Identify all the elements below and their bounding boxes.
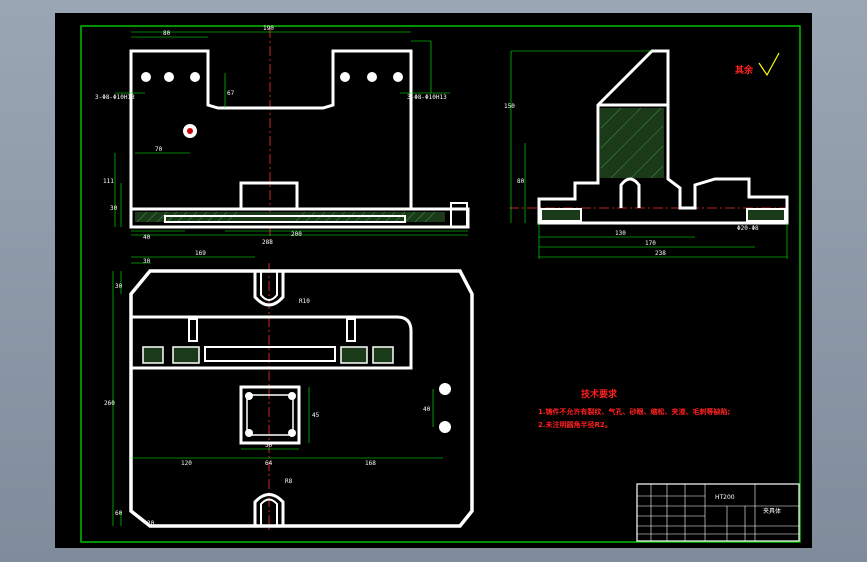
top-hatch-2	[172, 346, 200, 364]
side-right-lug	[746, 208, 786, 222]
top-rib-slot	[204, 346, 336, 362]
front-hole-callout-left: 3-Φ8-Φ10H13	[95, 94, 135, 101]
top-hatch-3	[340, 346, 368, 364]
side-dim-height: 150	[504, 103, 515, 110]
front-dim-left-height: 111	[103, 178, 114, 185]
side-rib	[597, 50, 653, 106]
front-base-slot	[164, 215, 406, 223]
top-rib-band	[131, 315, 413, 370]
drawing-sheet: 80 190 111 70 30 40 288 200 67 3-Φ8-Φ10H…	[55, 13, 812, 548]
side-hatch	[600, 108, 664, 178]
title-block-grid	[637, 484, 799, 541]
front-dim-lines	[114, 31, 468, 236]
tech-req-item-2: 2.未注明圆角半径R2。	[538, 420, 612, 429]
front-dim-slot-depth: 67	[227, 90, 235, 97]
front-dim-bottom-total: 288	[262, 239, 273, 246]
front-hole-callout-right: 3-Φ8-Φ10H13	[407, 94, 447, 101]
top-dim-left-small: 30	[115, 283, 123, 290]
tech-req-item-1: 1.铸件不允许有裂纹、气孔、砂眼、缩松、夹渣、毛刺等缺陷;	[538, 407, 731, 416]
top-rib-left-post	[188, 318, 198, 342]
side-callout: Φ20-Φ8	[737, 225, 759, 232]
side-dim-width-mid: 170	[645, 240, 656, 247]
top-u-slot	[253, 271, 285, 307]
top-hatch-1	[142, 346, 164, 364]
top-dim-top-left: 30	[143, 258, 151, 265]
side-dim-inner-height: 80	[517, 178, 525, 185]
front-outline	[129, 49, 470, 229]
bottom-u-slot	[253, 493, 285, 526]
top-center-rect	[239, 385, 301, 445]
side-left-lug	[540, 208, 582, 222]
side-dim-lines	[510, 50, 788, 259]
side-outline	[537, 49, 789, 225]
top-u-slot-inner	[260, 271, 278, 301]
front-center-block	[239, 181, 299, 211]
front-dim-top-total: 190	[263, 25, 274, 32]
front-base-step	[450, 202, 468, 228]
front-dim-bottom-right: 200	[291, 231, 302, 238]
top-hatch-4	[372, 346, 394, 364]
top-dim-total-height: 260	[104, 400, 115, 407]
drawing-canvas: 80 190 111 70 30 40 288 200 67 3-Φ8-Φ10H…	[80, 25, 801, 543]
front-view: 80 190 111 70 30 40 288 200 67 3-Φ8-Φ10H…	[95, 25, 470, 246]
top-dim-mid-right: 168	[365, 460, 376, 467]
top-view: 30 169 30 260 60 120 64 168 50 45 40 R10…	[104, 250, 474, 533]
title-block-material: HT200	[715, 494, 735, 501]
side-dim-width-total: 238	[655, 250, 666, 257]
top-rib-right-post	[346, 318, 356, 342]
front-holes	[141, 72, 403, 138]
roughness-mark: 其余	[735, 52, 780, 77]
front-dim-base-left: 40	[143, 234, 151, 241]
drawing-border	[80, 25, 801, 543]
side-hatch-lines	[600, 107, 664, 179]
tech-req-title: 技术要求	[581, 388, 618, 400]
roughness-label: 其余	[735, 64, 754, 76]
top-dim-bottom-radius: R8	[285, 478, 293, 485]
front-center-hole-mark	[187, 128, 193, 134]
top-dim-top-radius: R10	[299, 298, 310, 305]
top-dim-bottom-left: 60	[115, 510, 123, 517]
top-dim-corner-left: 20	[147, 520, 155, 527]
title-block-frame	[636, 483, 800, 542]
side-dim-width-inner: 130	[615, 230, 626, 237]
front-dim-base-height: 30	[110, 205, 118, 212]
front-dim-hole-offset: 70	[155, 146, 163, 153]
side-view: 150 80 130 170 238 Φ20-Φ8	[504, 49, 789, 259]
top-dim-rect-h: 45	[312, 412, 320, 419]
top-dim-mid-center: 64	[265, 460, 273, 467]
top-dim-hole-pitch: 40	[423, 406, 431, 413]
title-block: HT200 夹具体	[636, 483, 800, 542]
side-u-slot	[619, 177, 641, 208]
title-block-part-name: 夹具体	[763, 507, 781, 515]
top-center-holes	[245, 383, 451, 437]
front-dim-top-left: 80	[163, 30, 171, 37]
tech-requirements: 技术要求 1.铸件不允许有裂纹、气孔、砂眼、缩松、夹渣、毛刺等缺陷; 2.未注明…	[538, 388, 731, 429]
top-dim-mid-left: 120	[181, 460, 192, 467]
top-dim-rect-w: 50	[265, 442, 273, 449]
bottom-u-slot-inner	[260, 498, 278, 526]
top-dim-top-width: 169	[195, 250, 206, 257]
top-dim-lines	[112, 256, 443, 526]
top-outline	[129, 269, 474, 528]
top-center-rect-inner	[246, 394, 294, 436]
check-symbol-icon	[758, 52, 780, 77]
